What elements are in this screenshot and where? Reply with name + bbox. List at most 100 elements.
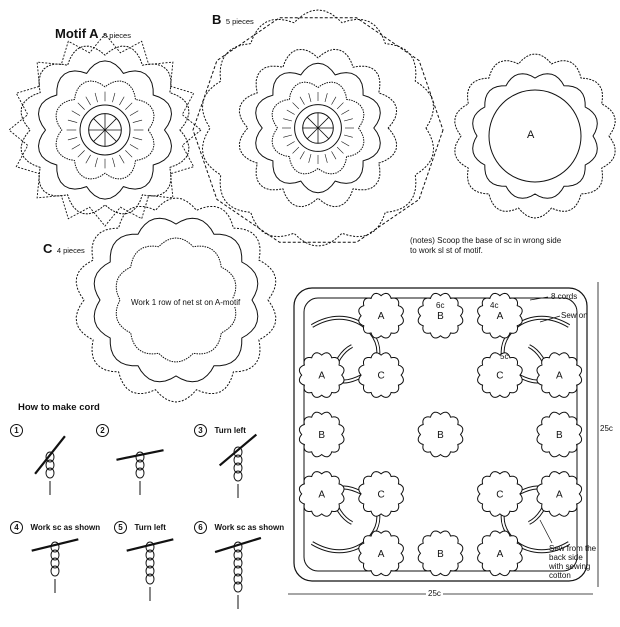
assembly-motif-B — [298, 411, 345, 458]
motif-a-stitch-mark — [132, 137, 143, 141]
cord-step-4-number: 4 — [10, 521, 23, 534]
motif-b-stitch-mark — [292, 146, 300, 154]
cord-step-5-number: 5 — [114, 521, 127, 534]
chain-loop — [233, 581, 243, 593]
chain-loop — [233, 470, 243, 482]
assembly-motif-A — [298, 471, 345, 517]
assembly-motif-B — [417, 411, 464, 458]
chain-loop — [45, 459, 55, 471]
motif-b-stitch-mark — [336, 146, 344, 154]
motif-b-title-block: B 5 pieces — [212, 12, 254, 28]
motif-b-stitch-mark — [341, 141, 350, 147]
label-5c: 5c — [500, 352, 509, 361]
motif-b-stitch-mark — [308, 154, 312, 163]
chain-loop — [145, 549, 155, 561]
motif-a-title: Motif A — [55, 26, 99, 41]
cord-heading: How to make cord — [18, 402, 100, 413]
assembly-motif-label: A — [318, 489, 325, 500]
chain-loop — [233, 462, 243, 474]
motif-c-inner-ring — [115, 237, 237, 363]
chain-loop — [233, 573, 243, 585]
label-sew-back-1: Sew from the — [549, 544, 597, 553]
assembly-motif-label: B — [437, 311, 444, 322]
hook — [214, 536, 262, 554]
label-sew-on: Sew on — [561, 311, 588, 320]
motif-b-center-ring — [294, 104, 342, 152]
chain-loop — [233, 454, 243, 466]
cord-step-4: 4 Work sc as shown — [10, 518, 100, 534]
chain-loop — [50, 541, 60, 553]
motif-a-stitch-mark — [94, 157, 98, 168]
hook — [116, 449, 164, 461]
leader-8-cords — [529, 296, 549, 301]
assembly-motif-label: B — [556, 430, 563, 441]
assembly-motif-label: B — [318, 430, 325, 441]
cord-step-5-text: Turn left — [134, 523, 166, 532]
assembly-motif-label: C — [377, 489, 384, 500]
motif-a-stitch-mark — [132, 119, 143, 123]
hook — [34, 435, 66, 475]
chain-loop — [45, 467, 55, 479]
cord-step-3-text: Turn left — [214, 426, 246, 435]
cord-step-1-number: 1 — [10, 424, 23, 437]
label-4c: 4c — [490, 301, 499, 310]
motif-a-diagram — [8, 33, 202, 227]
motif-a-stitch-mark — [71, 144, 81, 150]
motif-b-diagram — [192, 9, 444, 247]
chain-loop — [145, 557, 155, 569]
chain-loop — [233, 557, 243, 569]
chain-loop — [45, 451, 55, 463]
motif-b-stitch-mark — [308, 93, 312, 102]
chain-loop — [135, 451, 145, 463]
motif-c-title-block: C 4 pieces — [43, 241, 85, 257]
dimension-width-label: 25c — [426, 589, 443, 598]
chain-loop — [135, 467, 145, 479]
motif-a-stitch-mark — [112, 157, 116, 168]
motif-b-count: 5 pieces — [225, 17, 254, 26]
assembly-motif-C — [477, 471, 523, 517]
label-sew-back-3: with sewing — [549, 562, 591, 571]
notes-line-1: (notes) Scoop the base of sc in wrong si… — [410, 236, 562, 245]
chain-loop — [50, 549, 60, 561]
motif-a-stitch-mark — [67, 137, 78, 141]
motif-a-stitch-mark — [67, 119, 78, 123]
assembly-motif-label: A — [556, 489, 563, 500]
assembly-motif-C — [477, 352, 523, 398]
motif-b-stitch-mark — [336, 102, 344, 110]
motif-b-stitch-mark — [299, 151, 305, 160]
assembly-motif-label: B — [437, 430, 444, 441]
assembly-motif-A — [358, 292, 404, 339]
motif-b-stitch-mark — [331, 151, 337, 160]
motif-b-stitch-mark — [331, 96, 337, 105]
label-sew-back-4: cotton — [549, 571, 571, 580]
label-6c: 6c — [436, 301, 445, 310]
motif-a-center-spoke — [104, 118, 117, 131]
motif-a-count: 8 pieces — [103, 31, 131, 40]
motif-a-stitch-mark — [71, 110, 81, 116]
assembly-motif-C — [358, 471, 404, 517]
motif-b-stitch-mark — [286, 141, 295, 147]
leader-sew-back — [539, 519, 553, 544]
motif-b-title: B — [212, 12, 222, 27]
motif-a-stitch-mark — [85, 96, 91, 106]
motif-b-center-spoke — [306, 127, 319, 140]
motif-b-stitch-mark — [344, 134, 353, 138]
assembly-motif-label: A — [318, 371, 325, 382]
motif-a-outline — [454, 53, 616, 219]
assembly-motif-label: A — [378, 549, 385, 560]
motif-a-stitch-mark — [77, 102, 85, 110]
assembly-motif-label: C — [377, 371, 384, 382]
motif-b-middle-petal-ring — [255, 62, 381, 194]
motif-a-outline-label: A — [527, 129, 535, 141]
chain-loop — [50, 557, 60, 569]
cord-step-3-number: 3 — [194, 424, 207, 437]
motif-a-stitch-mark — [125, 150, 133, 158]
cord-step-2-number: 2 — [96, 424, 109, 437]
motif-a-outline-outer — [454, 53, 616, 219]
motif-a-center-spoke — [104, 129, 117, 142]
cord-step-6-number: 6 — [194, 521, 207, 534]
motif-a-stitch-mark — [119, 154, 125, 164]
motif-a-stitch-mark — [125, 102, 133, 110]
